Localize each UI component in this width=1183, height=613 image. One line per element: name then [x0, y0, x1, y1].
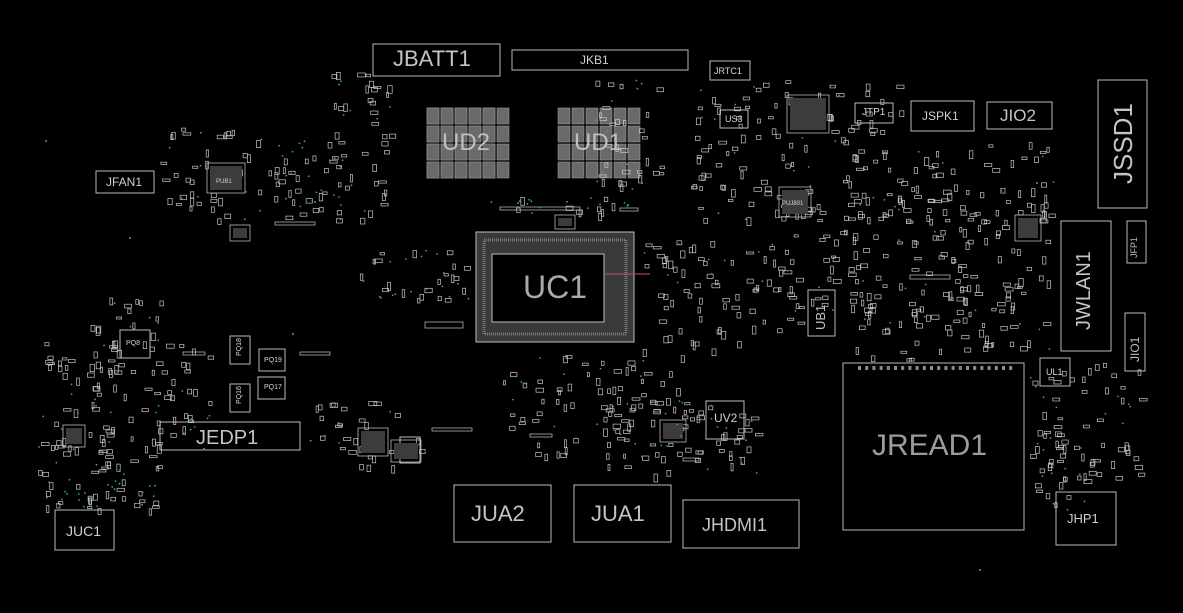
jedp1-outline [159, 421, 301, 451]
label-ud1: UD1 [574, 129, 623, 156]
jua1-outline [573, 484, 672, 543]
label-jhp1: JHP1 [1067, 511, 1099, 526]
jhp1-outline [1055, 491, 1117, 546]
jspk1-outline [910, 100, 975, 132]
label-jspk1: JSPK1 [922, 109, 959, 123]
label-uc1: UC1 [523, 269, 588, 305]
label-pub1: PUB1 [216, 179, 232, 185]
jread1-outline [842, 362, 1025, 531]
pq8-outline [119, 329, 151, 359]
label-ub1: UB1 [813, 304, 828, 330]
label-pq16: PQ16 [236, 386, 243, 404]
label-jio1: JIO1 [1128, 336, 1142, 362]
label-jwlan1: JWLAN1 [1073, 251, 1095, 330]
pq19-outline [258, 348, 286, 372]
label-jfp1: JFP1 [1129, 236, 1139, 258]
jkb1-outline [511, 49, 689, 71]
label-jio2: JIO2 [1000, 106, 1036, 125]
label-ud2: UD2 [442, 129, 491, 156]
label-jread1: JREAD1 [872, 429, 988, 462]
pq17-outline [257, 376, 286, 400]
label-us3: US3 [725, 114, 743, 124]
pq18-outline [229, 335, 251, 365]
juc1-outline [54, 509, 115, 551]
label-pq17: PQ17 [264, 384, 282, 391]
jhdmi1-outline [682, 499, 800, 549]
label-pq8: PQ8 [126, 340, 141, 347]
label-jua2: JUA2 [471, 501, 525, 526]
label-uv2: UV2 [714, 411, 738, 425]
label-jua1: JUA1 [591, 501, 645, 526]
jfp1-outline [1126, 220, 1147, 264]
label-ul1: UL1 [1046, 367, 1063, 377]
label-jfan1: JFAN1 [106, 175, 143, 189]
jio1-outline [1124, 312, 1146, 372]
label-jbatt1: JBATT1 [393, 46, 471, 71]
label-jedp1: JEDP1 [196, 427, 259, 449]
jua2-outline [453, 484, 552, 543]
label-puj801: PUJ801 [782, 201, 804, 207]
label-juc1: JUC1 [66, 523, 102, 539]
label-jssd1: JSSD1 [1108, 103, 1138, 184]
label-jkb1: JKB1 [580, 53, 609, 67]
label-pq18: PQ18 [236, 338, 243, 356]
ul1-outline [1039, 357, 1071, 387]
label-jrtc1: JRTC1 [714, 66, 742, 76]
ud1-pads [557, 107, 641, 179]
label-jhdmi1: JHDMI1 [702, 515, 768, 535]
label-pq19: PQ19 [264, 357, 282, 364]
pq16-outline [229, 383, 251, 413]
jfan1-outline [95, 170, 155, 194]
ud2-pads [426, 107, 510, 179]
uc1-package [475, 231, 650, 343]
jio2-outline [986, 101, 1053, 130]
jbatt1-outline [372, 43, 501, 77]
jrtc1-outline [709, 60, 751, 81]
jssd1-outline [1097, 79, 1148, 209]
label-jtp1: JTP1 [862, 107, 886, 118]
jwlan1-outline [1060, 220, 1112, 352]
ub1-outline [807, 289, 836, 337]
